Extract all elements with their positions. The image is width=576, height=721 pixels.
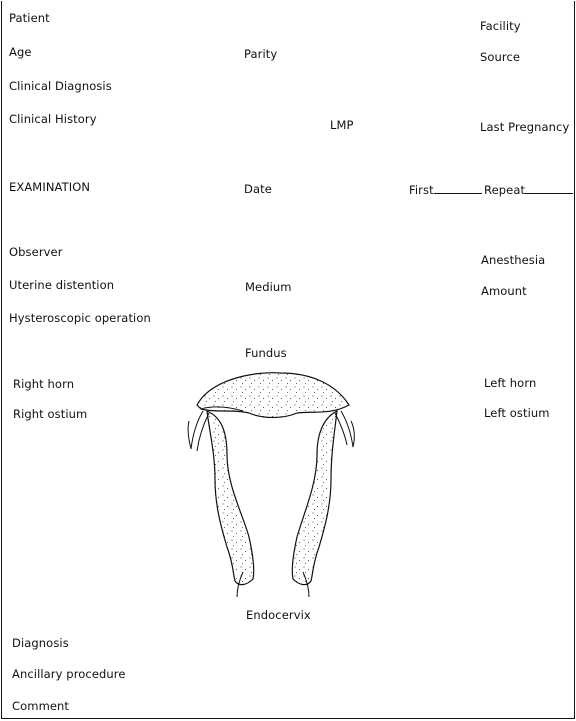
observer-label: Observer <box>9 245 63 259</box>
right-uterine-wall <box>206 410 255 586</box>
repeat-blank-line <box>525 182 574 194</box>
right-tube-stub <box>187 410 210 452</box>
parity-label: Parity <box>244 47 278 61</box>
hysteroscopic-operation-label: Hysteroscopic operation <box>9 311 151 325</box>
cervical-canal-lines <box>236 571 310 597</box>
left-horn-label: Left horn <box>484 376 537 390</box>
clinical-diagnosis-label: Clinical Diagnosis <box>9 79 112 93</box>
fundus-inner-line <box>200 406 244 412</box>
repeat-exam-field: Repeat <box>484 182 574 197</box>
uterine-cavity-diagram <box>187 372 355 597</box>
ancillary-procedure-label: Ancillary procedure <box>12 667 126 681</box>
endocervix-label: Endocervix <box>246 608 311 622</box>
right-horn-label: Right horn <box>13 377 75 391</box>
diagnosis-label: Diagnosis <box>12 636 69 650</box>
repeat-label: Repeat <box>484 183 526 197</box>
fundus-label: Fundus <box>245 346 287 360</box>
facility-label: Facility <box>480 19 521 33</box>
amount-label: Amount <box>481 284 527 298</box>
lmp-label: LMP <box>330 118 354 132</box>
medium-label: Medium <box>245 280 292 294</box>
right-ostium-label: Right ostium <box>13 407 88 421</box>
first-exam-field: First <box>409 182 482 197</box>
date-label: Date <box>244 182 272 196</box>
age-label: Age <box>9 45 32 59</box>
left-tube-stub <box>334 410 355 448</box>
uterine-distention-label: Uterine distention <box>9 278 115 292</box>
comment-label: Comment <box>12 699 70 713</box>
clinical-history-label: Clinical History <box>9 112 97 126</box>
left-ostium-label: Left ostium <box>484 406 550 420</box>
source-label: Source <box>480 50 521 64</box>
last-pregnancy-label: Last Pregnancy <box>480 120 570 134</box>
fundus-shape <box>196 372 350 419</box>
anesthesia-label: Anesthesia <box>481 253 546 267</box>
examination-heading: EXAMINATION <box>9 180 91 194</box>
left-uterine-wall <box>291 409 338 586</box>
first-blank-line <box>433 182 482 194</box>
first-label: First <box>409 183 434 197</box>
patient-label: Patient <box>9 11 50 25</box>
